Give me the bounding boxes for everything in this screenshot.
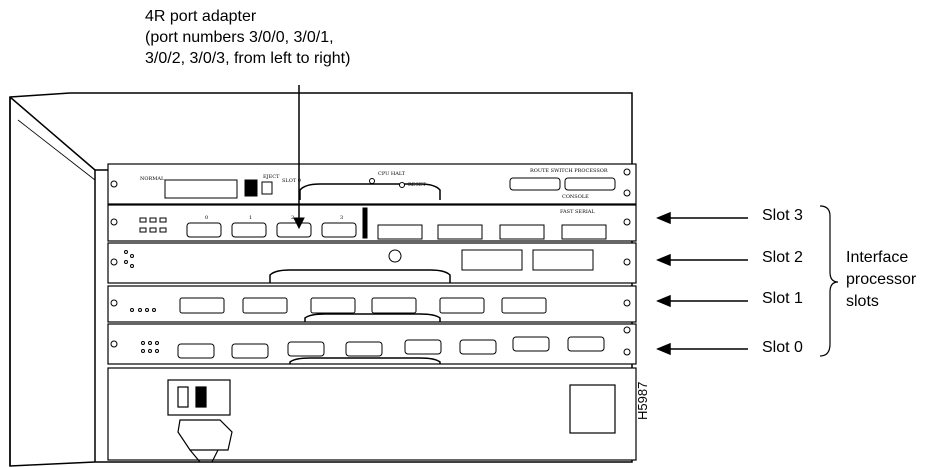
group-line-3: slots	[846, 293, 879, 310]
slots-brace	[819, 205, 839, 357]
slot3-details: 0 1 2 3 FAST SERIAL	[139, 207, 607, 240]
port-adapter-callout: 4R port adapter (port numbers 3/0/0, 3/0…	[145, 6, 350, 69]
slot0-details	[141, 336, 605, 364]
card-screws	[110, 168, 631, 356]
interface-processor-slots-label: Interface processor slots	[846, 247, 916, 313]
slot-arrows	[656, 211, 748, 356]
rsp-card-details: NORMAL EJECT SLOT 0 CPU HALT RESET ROUTE…	[140, 168, 616, 200]
group-line-1: Interface	[846, 249, 909, 266]
normal-label: NORMAL	[140, 176, 165, 182]
reset-label: RESET	[408, 182, 426, 188]
figure-id: H5987	[635, 381, 650, 420]
port-1-label: 1	[249, 215, 252, 221]
slot-1-label: Slot 1	[762, 290, 803, 307]
port-3-label: 3	[340, 215, 343, 221]
callout-line-2: (port numbers 3/0/0, 3/0/1,	[145, 29, 334, 46]
slot-0-label: Slot 0	[762, 339, 803, 356]
slot1-details	[130, 297, 547, 322]
port-2-label: 2	[291, 215, 294, 221]
rsp-label: ROUTE SWITCH PROCESSOR	[530, 168, 608, 174]
port-0-label: 0	[205, 215, 208, 221]
callout-arrow	[293, 85, 305, 230]
eject-label: EJECT	[263, 174, 280, 180]
cpu-halt-label: CPU HALT	[378, 171, 406, 177]
slot2-details	[124, 249, 594, 283]
group-line-2: processor	[846, 271, 917, 288]
slot-2-label: Slot 2	[762, 249, 803, 266]
slot-3-label: Slot 3	[762, 207, 803, 224]
fast-serial-label: FAST SERIAL	[560, 209, 595, 215]
slot-label-led: SLOT 0	[282, 178, 301, 184]
power-module	[167, 379, 616, 463]
callout-line-1: 4R port adapter	[145, 8, 257, 25]
console-label: CONSOLE	[562, 194, 589, 200]
callout-line-3: 3/0/2, 3/0/3, from left to right)	[145, 50, 351, 67]
